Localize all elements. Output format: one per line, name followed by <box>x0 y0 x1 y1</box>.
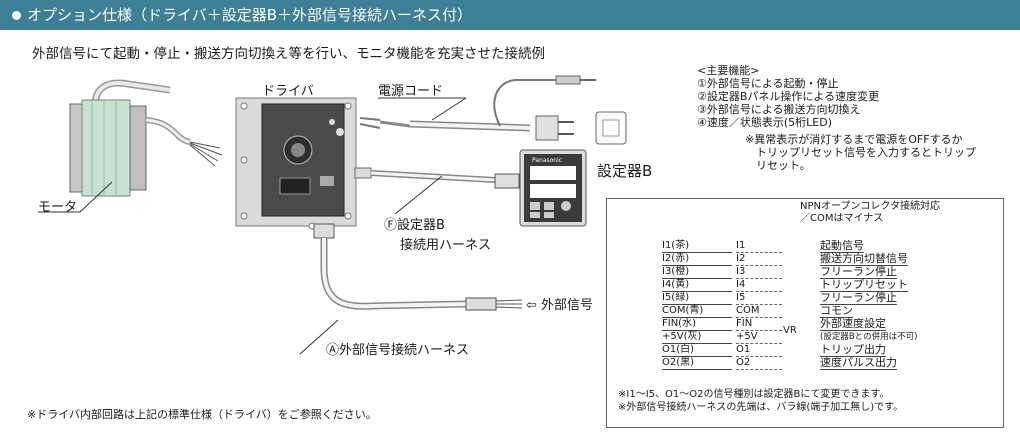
features-block: <主要機能> ①外部信号による起動・停止 ②設定器Bパネル操作による速度変更 ③… <box>697 64 879 129</box>
feature-item: ③外部信号による搬送方向切換え <box>697 103 861 116</box>
function-label: トリップリセット <box>820 278 908 292</box>
function-label: 速度パルス出力 <box>820 356 897 370</box>
pin-label: I5 <box>736 292 782 305</box>
function-label: 起動信号 <box>820 239 864 253</box>
function-label: コモン <box>820 304 853 318</box>
wire-label: FIN(水) <box>662 318 732 331</box>
motor-illustration <box>38 79 223 213</box>
feature-item: ④速度／状態表示(5桁LED) <box>697 116 832 129</box>
diagram-subtitle: 外部信号にて起動・停止・搬送方向切換え等を行い、モニタ機能を充実させた接続例 <box>32 46 545 62</box>
function-label: トリップ出力 <box>820 343 886 357</box>
note-line: リセット。 <box>745 159 811 172</box>
pin-label: O1 <box>736 344 782 357</box>
npn-line: ／COMはマイナス <box>800 213 884 224</box>
section-header: オプション仕様（ドライバ＋設定器B＋外部信号接続ハーネス付） <box>0 0 1020 30</box>
note-line: トリップリセット信号を入力するとトリップ <box>745 146 976 159</box>
pin-label: COM <box>736 305 782 318</box>
wiring-box <box>606 198 1004 428</box>
wiring-notes: ※I1〜I5、O1〜O2の信号種別は設定器Bにて変更できます。 ※外部信号接続ハ… <box>618 388 903 414</box>
pin-label: FIN <box>736 318 782 331</box>
wire-label: I1(茶) <box>662 240 732 253</box>
vr-label: VR <box>783 325 797 336</box>
pin-label: I2 <box>736 253 782 266</box>
external-signal-label: ⇦ 外部信号 <box>526 298 594 313</box>
motor-label: モータ <box>38 200 78 215</box>
pin-label: I4 <box>736 279 782 292</box>
features-title: <主要機能> <box>697 64 760 77</box>
driver-illustration <box>235 97 357 230</box>
wire-label: O2(黒) <box>662 357 732 370</box>
function-label: フリーラン停止 <box>820 265 897 279</box>
pin-label: O2 <box>736 357 782 370</box>
power-cord-label: 電源コード <box>378 84 444 99</box>
trip-reset-note: ※異常表示が消灯するまで電源をOFFするか トリップリセット信号を入力するとトリ… <box>745 133 976 172</box>
wire-label: +5V(灰) <box>662 331 732 344</box>
harness-f-label-2: 接続用ハーネス <box>400 238 492 253</box>
wire-label: I2(赤) <box>662 253 732 266</box>
bullet-icon <box>12 10 21 20</box>
pin-label: +5V <box>736 331 782 344</box>
pin-label: I3 <box>736 266 782 279</box>
wire-label: I3(橙) <box>662 266 732 279</box>
pin-label: I1 <box>736 240 782 253</box>
external-harness-illustration <box>299 223 523 355</box>
npn-line: NPNオープンコレクタ接続対応 <box>800 201 940 212</box>
feature-item: ②設定器Bパネル操作による速度変更 <box>697 90 880 103</box>
harness-f-label: Ⓕ設定器B <box>384 218 445 233</box>
wire-label: COM(青) <box>662 305 732 318</box>
wire-label: I5(緑) <box>662 292 732 305</box>
wire-label: O1(白) <box>662 344 732 357</box>
device-brand: Panasonic <box>532 157 563 164</box>
function-label: 外部速度設定 <box>820 317 886 331</box>
npn-note: NPNオープンコレクタ接続対応 ／COMはマイナス <box>800 201 940 225</box>
section-title: オプション仕様（ドライバ＋設定器B＋外部信号接続ハーネス付） <box>27 6 472 24</box>
setter-b-label: 設定器B <box>597 162 653 180</box>
feature-item: ①外部信号による起動・停止 <box>697 77 839 90</box>
wiring-note: ※I1〜I5、O1〜O2の信号種別は設定器Bにて変更できます。 <box>618 389 890 400</box>
function-label: フリーラン停止 <box>820 291 897 305</box>
footer-note: ※ドライバ内部回路は上記の標準仕様（ドライバ）をご参照ください。 <box>27 408 377 421</box>
wiring-note: ※外部信号接続ハーネスの先端は、バラ線(端子加工無し)です。 <box>618 402 904 413</box>
power-cord-illustration <box>359 75 627 145</box>
setter-b-illustration <box>519 149 587 227</box>
setter-b-cable-illustration <box>354 167 520 215</box>
driver-label: ドライバ <box>262 84 314 99</box>
function-label: (設定器Bとの併用は不可) <box>820 332 918 342</box>
wire-label: I4(黄) <box>662 279 732 292</box>
function-label: 搬送方向切替信号 <box>820 252 908 266</box>
note-line: ※異常表示が消灯するまで電源をOFFするか <box>745 133 963 146</box>
harness-a-label: Ⓐ外部信号接続ハーネス <box>326 343 470 358</box>
